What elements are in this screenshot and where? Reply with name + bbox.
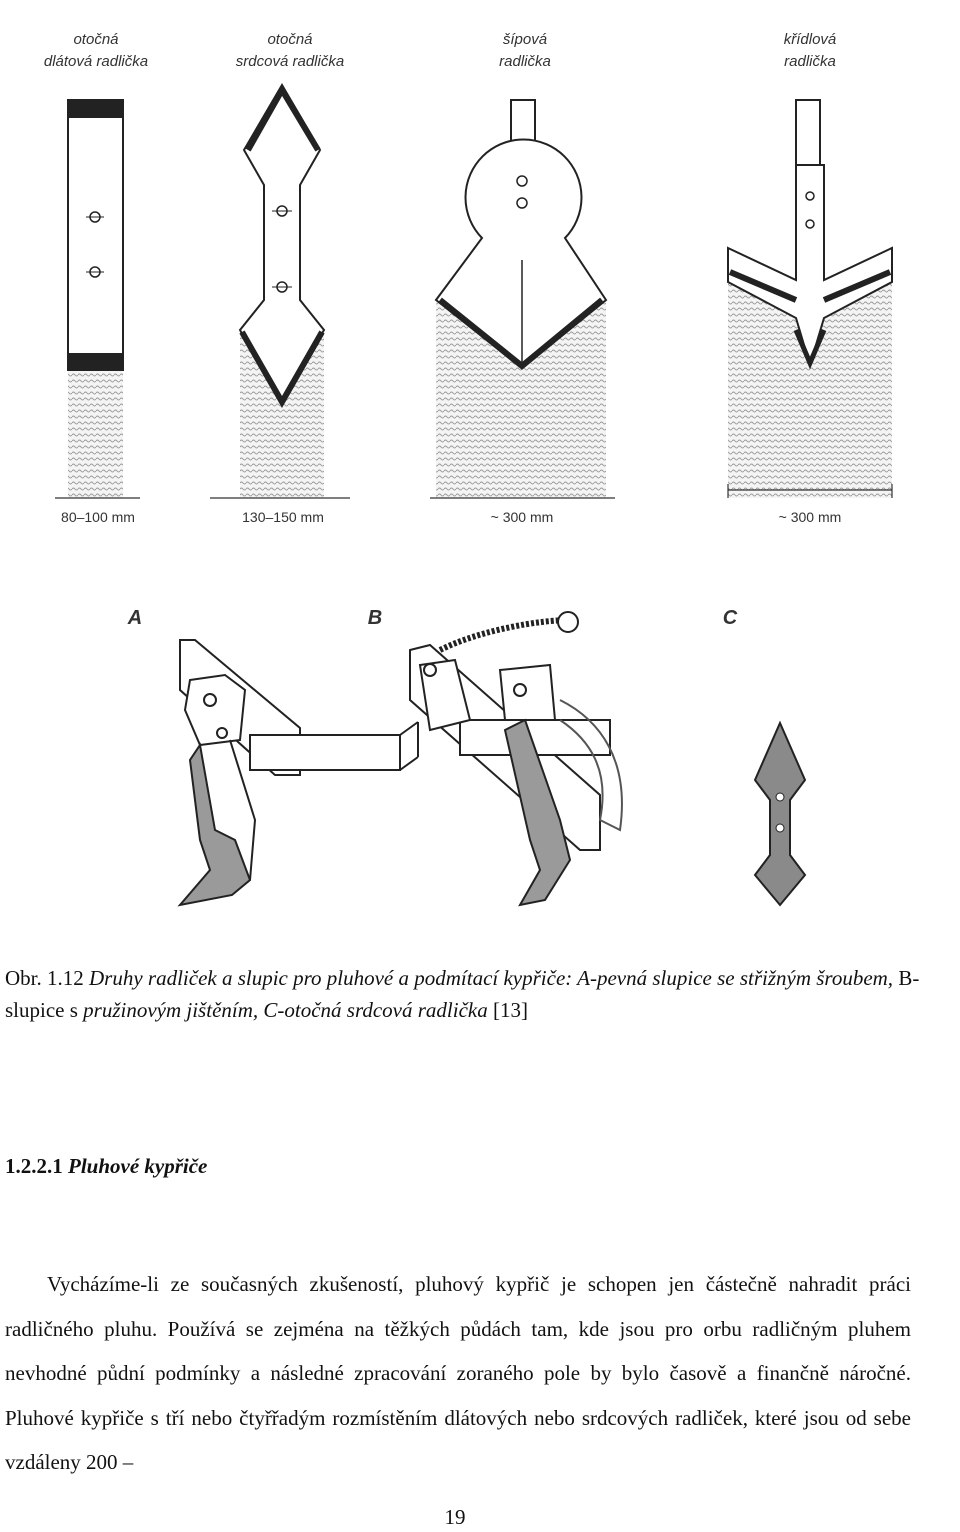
heart-share-drawing xyxy=(238,83,326,498)
dimension-label-2: 130–150 mm xyxy=(242,509,324,525)
figure-caption: Obr. 1.12 Druhy radliček a slupic pro pl… xyxy=(5,966,920,1022)
shank-b-drawing xyxy=(409,611,623,907)
svg-text:otočná: otočná xyxy=(73,31,118,48)
letter-c: C xyxy=(723,607,738,629)
svg-text:srdcová radlička: srdcová radlička xyxy=(236,53,344,70)
share-c-drawing xyxy=(753,720,807,907)
svg-text:křídlová: křídlová xyxy=(784,31,837,48)
figure-shares-and-shanks: otočná dlátová radlička otočná srdcová r… xyxy=(44,31,893,907)
wing-share-drawing xyxy=(727,99,893,498)
dimension-label-4: ~ 300 mm xyxy=(779,509,842,525)
shank-a-drawing xyxy=(177,639,419,907)
letter-a: A xyxy=(127,607,142,629)
svg-text:šípová: šípová xyxy=(503,31,547,48)
chisel-share-drawing xyxy=(67,99,124,498)
label-kridlova: křídlová radlička xyxy=(784,31,837,70)
svg-text:dlátová radlička: dlátová radlička xyxy=(44,53,148,70)
dimension-label-1: 80–100 mm xyxy=(61,509,135,525)
svg-text:otočná: otočná xyxy=(267,31,312,48)
svg-text:radlička: radlička xyxy=(784,53,836,70)
dimension-label-3: ~ 300 mm xyxy=(491,509,554,525)
label-srdcova: otočná srdcová radlička xyxy=(236,31,344,70)
letter-b: B xyxy=(368,607,382,629)
arrow-share-drawing xyxy=(434,99,608,498)
dimension-lines xyxy=(55,484,893,499)
body-paragraph: Vycházíme-li ze současných zkušeností, p… xyxy=(5,1272,911,1474)
section-heading: 1.2.2.1 Pluhové kypřiče xyxy=(5,1154,208,1178)
label-dlatova: otočná dlátová radlička xyxy=(44,31,148,70)
label-sipova: šípová radlička xyxy=(499,31,551,70)
page-number: 19 xyxy=(444,1505,466,1529)
svg-text:radlička: radlička xyxy=(499,53,551,70)
